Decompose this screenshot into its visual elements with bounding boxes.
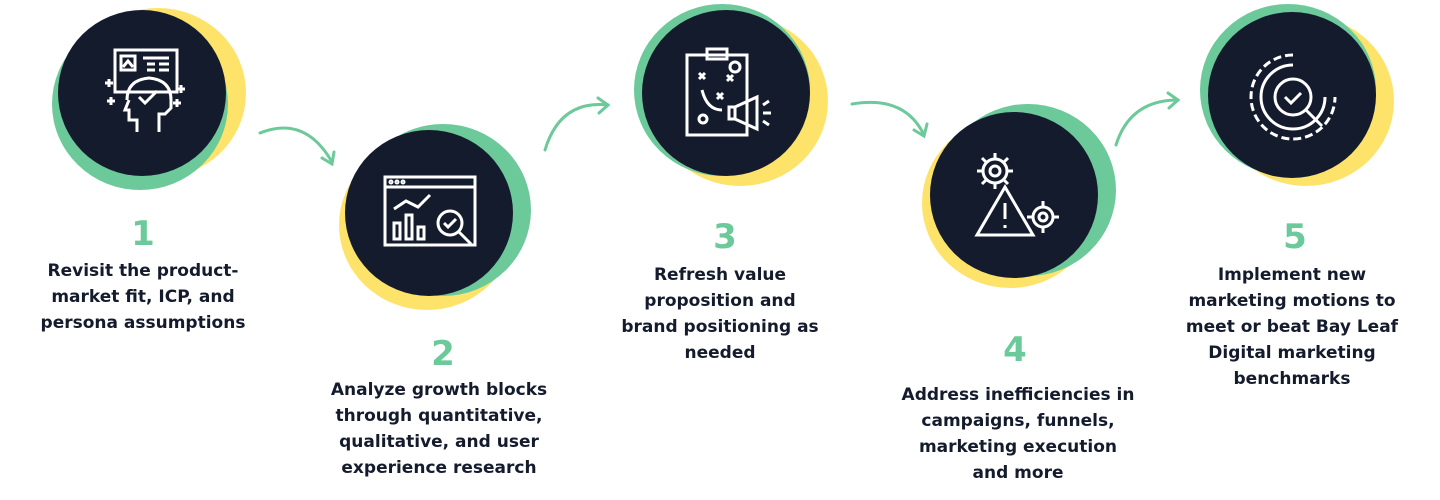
step-4-badge (920, 102, 1116, 292)
target-magnifier-icon (1249, 53, 1337, 141)
text-line: brand positioning as (621, 317, 819, 337)
head-checkmark-icon (105, 48, 185, 132)
text-line: Address inefficiencies in (901, 385, 1135, 405)
text-line: market fit, ICP, and (51, 287, 235, 307)
step-3-description: Refresh value proposition and brand posi… (590, 262, 850, 366)
analytics-magnifier-icon (383, 175, 477, 247)
step-5-description: Implement new marketing motions to meet … (1162, 262, 1422, 392)
step-3-badge (632, 0, 828, 190)
strategy-clipboard-megaphone-icon (685, 47, 771, 137)
text-line: campaigns, funnels, (921, 411, 1115, 431)
step-4-description: Address inefficiencies in campaigns, fun… (888, 382, 1148, 486)
text-line: experience research (341, 458, 537, 478)
text-line: Revisit the product- (47, 261, 239, 281)
text-line: Refresh value (653, 265, 787, 285)
step-1-number: 1 (131, 214, 155, 254)
step-3-number: 3 (713, 217, 737, 257)
text-line: marketing execution (918, 437, 1118, 457)
text-line: meet or beat Bay Leaf (1185, 317, 1399, 337)
text-line: persona assumptions (40, 313, 246, 333)
text-line: Implement new (1217, 265, 1367, 285)
step-2-number: 2 (431, 334, 455, 374)
step-2-description: Analyze growth blocks through quantitati… (309, 377, 569, 481)
text-line: Analyze growth blocks (330, 380, 548, 400)
text-line: qualitative, and user (339, 432, 539, 452)
step-5-badge (1198, 2, 1394, 192)
text-line: needed (684, 343, 756, 363)
warning-gears-icon (974, 153, 1059, 237)
step-2-badge (335, 120, 531, 310)
text-line: marketing motions to (1188, 291, 1396, 311)
text-line: through quantitative, (335, 406, 543, 426)
step-1-description: Revisit the product- market fit, ICP, an… (13, 258, 273, 336)
text-line: Digital marketing (1208, 343, 1376, 363)
text-line: and more (972, 463, 1064, 483)
text-line: proposition and (644, 291, 796, 311)
step-1-badge (48, 0, 246, 190)
step-5-number: 5 (1283, 217, 1307, 257)
step-4-number: 4 (1003, 330, 1027, 370)
text-line: benchmarks (1233, 369, 1351, 389)
